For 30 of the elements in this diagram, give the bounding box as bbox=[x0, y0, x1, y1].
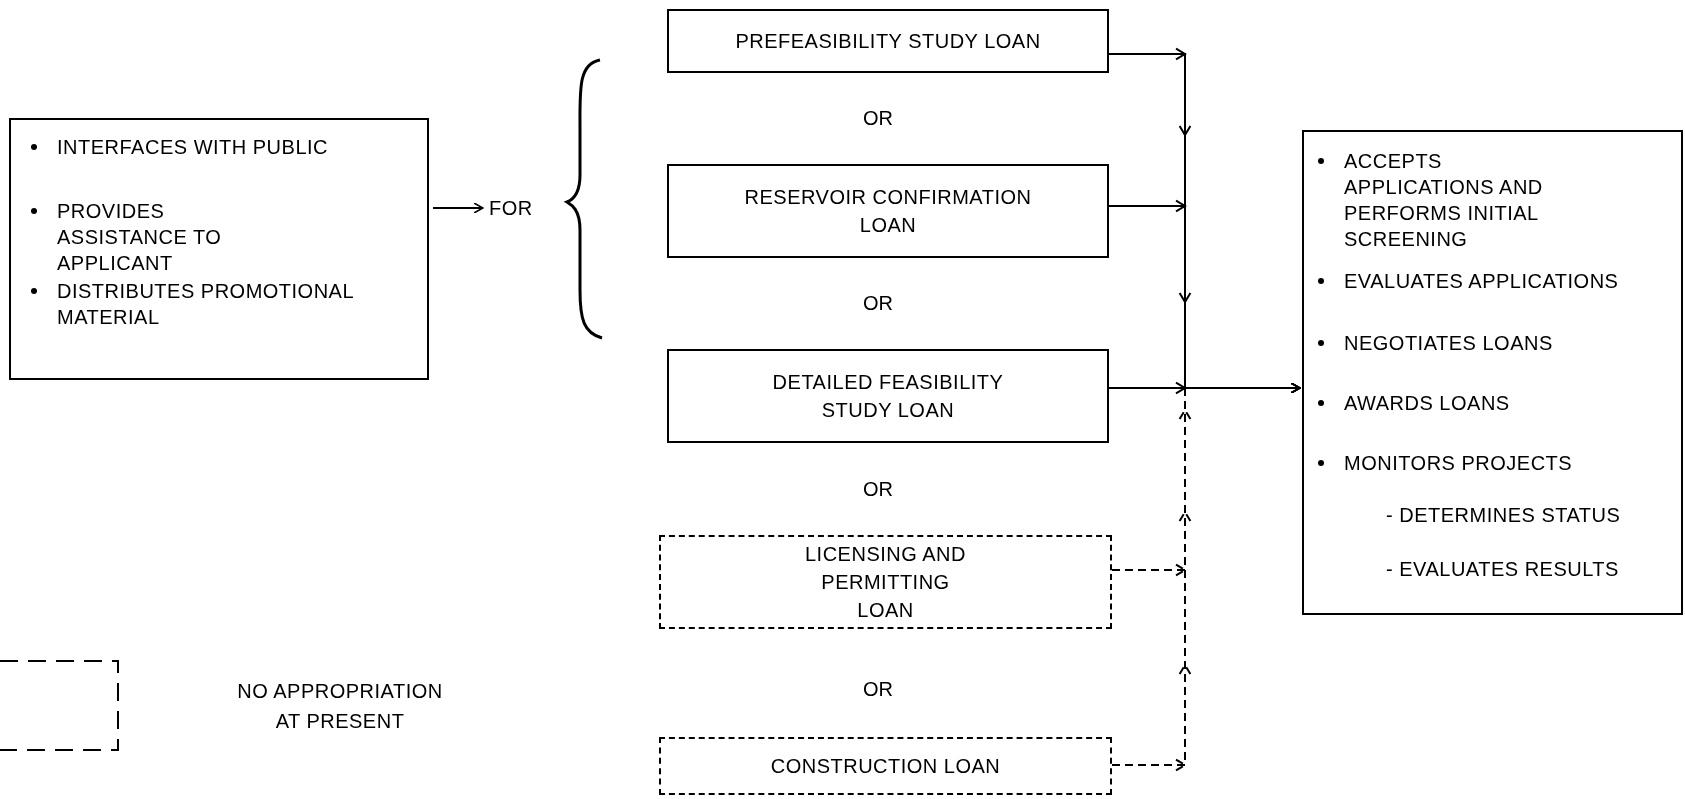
loan-box bbox=[667, 9, 1109, 73]
list-item: INTERFACES WITH PUBLIC bbox=[57, 135, 330, 160]
arrow bbox=[1111, 382, 1301, 772]
or-label: OR bbox=[863, 106, 893, 131]
list-item: EVALUATES APPLICATIONS bbox=[1344, 269, 1620, 294]
list-item: - EVALUATES RESULTS bbox=[1386, 557, 1620, 582]
or-label: OR bbox=[863, 677, 893, 702]
box-label: LICENSING AND PERMITTING LOAN bbox=[804, 542, 967, 623]
or-label: OR bbox=[863, 291, 893, 316]
box-label: RESERVOIR CONFIRMATION LOAN bbox=[743, 185, 1033, 238]
box-label: PREFEASIBILITY STUDY LOAN bbox=[735, 29, 1041, 54]
list-item: DISTRIBUTES PROMOTIONAL MATERIAL bbox=[57, 279, 355, 330]
loan-box bbox=[659, 737, 1112, 795]
list-item: NEGOTIATES LOANS bbox=[1344, 331, 1554, 356]
list-item: ACCEPTS APPLICATIONS AND PERFORMS INITIAL SCREENING bbox=[1344, 149, 1544, 252]
box-label: CONSTRUCTION LOAN bbox=[770, 754, 1001, 779]
arrow bbox=[432, 202, 484, 214]
loan-box bbox=[659, 535, 1112, 629]
list-item: AWARDS LOANS bbox=[1344, 391, 1511, 416]
text-box bbox=[9, 118, 429, 380]
text-box bbox=[1302, 130, 1683, 615]
legend-text: NO APPROPRIATION AT PRESENT bbox=[236, 679, 444, 734]
loan-box bbox=[667, 349, 1109, 443]
box-label: DETAILED FEASIBILITY STUDY LOAN bbox=[771, 370, 1005, 423]
list-item: MONITORS PROJECTS bbox=[1344, 451, 1574, 476]
list-item: PROVIDES ASSISTANCE TO APPLICANT bbox=[57, 199, 223, 276]
list-item: - DETERMINES STATUS bbox=[1386, 503, 1622, 528]
or-label: OR bbox=[863, 477, 893, 502]
loan-box bbox=[667, 164, 1109, 258]
bare-label: FOR bbox=[489, 194, 539, 222]
